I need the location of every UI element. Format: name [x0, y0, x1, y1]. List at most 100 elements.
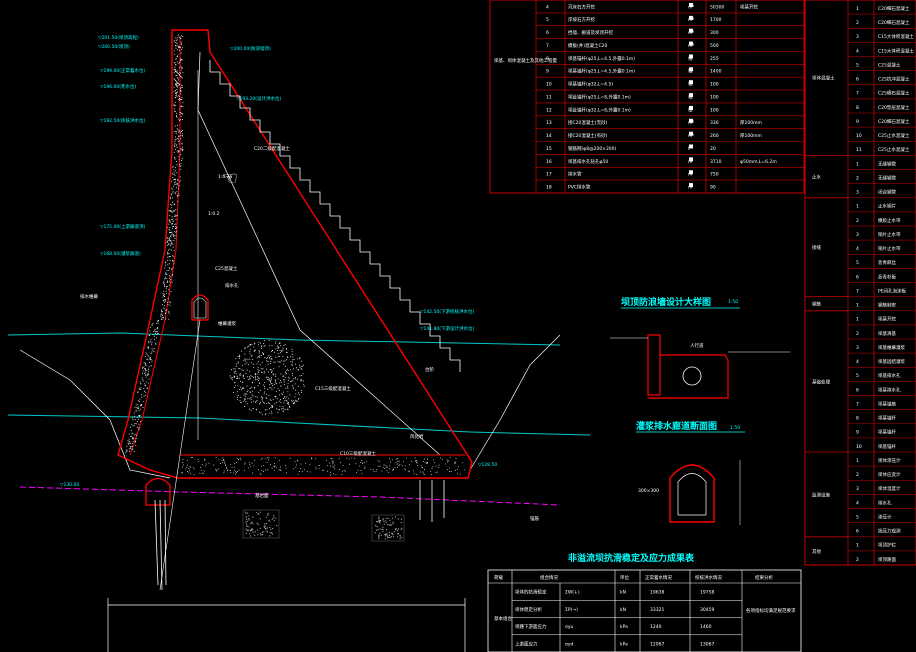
- speckle: [190, 473, 192, 475]
- speckle: [174, 158, 176, 160]
- speckle: [134, 415, 135, 417]
- speckle: [156, 337, 158, 339]
- speckle: [170, 203, 172, 205]
- speckle: [179, 98, 181, 100]
- speckle: [396, 466, 398, 468]
- speckle: [136, 421, 138, 422]
- speckle: [291, 363, 293, 365]
- speckle: [167, 227, 169, 229]
- slope-down-label: 1:0.75: [218, 174, 233, 180]
- right-group-label: 其他: [812, 548, 821, 555]
- speckle: [151, 324, 153, 326]
- speckle: [240, 402, 242, 404]
- speckle: [290, 369, 291, 371]
- speckle: [180, 154, 182, 155]
- right-row-label: 坝基锚杆: [878, 429, 896, 436]
- speckle: [169, 229, 171, 231]
- speckle: [175, 97, 177, 99]
- speckle: [233, 376, 235, 378]
- speckle: [249, 348, 251, 350]
- speckle: [355, 463, 357, 465]
- speckle: [380, 520, 382, 522]
- qty-cell-item: 坝基锚杆(φ32,L=4.5): [568, 81, 613, 88]
- speckle: [176, 116, 178, 118]
- speckle: [297, 358, 299, 360]
- speckle: [381, 470, 383, 472]
- speckle: [164, 305, 166, 307]
- speckle: [180, 119, 182, 121]
- speckle: [167, 264, 169, 266]
- speckle: [145, 374, 147, 376]
- speckle: [176, 150, 178, 152]
- speckle: [169, 256, 171, 258]
- speckle: [132, 425, 134, 427]
- speckle: [130, 429, 132, 431]
- speckle: [235, 365, 237, 367]
- speckle: [171, 242, 173, 244]
- speckle: [269, 408, 270, 410]
- speckle: [181, 131, 182, 132]
- speckle: [134, 440, 136, 442]
- right-row-no: 4: [856, 246, 859, 252]
- speckle: [166, 237, 168, 238]
- speckle: [303, 384, 305, 386]
- stab-cell-sym: σyd: [565, 641, 574, 647]
- speckle: [284, 371, 286, 373]
- speckle: [148, 368, 150, 370]
- speckle: [364, 466, 366, 468]
- speckle: [233, 469, 235, 471]
- speckle: [273, 515, 275, 517]
- speckle: [311, 458, 313, 460]
- speckle: [167, 298, 169, 300]
- speckle: [197, 458, 199, 460]
- speckle: [263, 384, 265, 386]
- speckle: [259, 382, 261, 384]
- speckle: [136, 407, 138, 409]
- speckle: [175, 218, 177, 220]
- speckle: [266, 360, 268, 362]
- speckle: [285, 351, 287, 353]
- speckle: [270, 358, 272, 360]
- speckle: [171, 268, 173, 270]
- dam-section: ▽201.50(坝顶高程) ▽200.50(坝顶) ▽200.00(防浪墙顶) …: [7, 29, 591, 652]
- speckle: [388, 471, 390, 473]
- speckle: [203, 470, 205, 472]
- speckle: [171, 232, 173, 234]
- speckle: [149, 330, 151, 332]
- speckle: [250, 355, 252, 357]
- right-row-label: 坝基固结灌浆: [878, 358, 905, 365]
- speckle: [354, 457, 356, 459]
- crest-slab: [648, 354, 729, 399]
- speckle: [294, 378, 296, 380]
- speckle: [151, 348, 153, 350]
- speckle: [279, 342, 281, 344]
- speckle: [300, 463, 302, 465]
- speckle: [174, 204, 175, 206]
- qty-cell-item: 接C20混凝土(无砂): [568, 119, 608, 126]
- speckle: [166, 286, 168, 288]
- speckle: [296, 400, 298, 402]
- speckle: [243, 394, 245, 396]
- speckle: [171, 240, 173, 242]
- speckle: [462, 462, 464, 464]
- speckle: [402, 461, 404, 463]
- qty-row-marker: [689, 131, 693, 136]
- qty-row-marker: [689, 183, 693, 188]
- qty-row-marker: [689, 118, 693, 123]
- speckle: [157, 327, 158, 328]
- speckle: [235, 370, 237, 372]
- speckle: [173, 72, 175, 74]
- speckle: [131, 435, 133, 437]
- speckle: [257, 534, 259, 536]
- speckle: [135, 423, 137, 425]
- speckle: [169, 260, 171, 262]
- speckle: [147, 358, 149, 360]
- speckle: [449, 456, 451, 458]
- qty-row-marker: [689, 15, 693, 20]
- right-row-no: 3: [856, 486, 859, 492]
- speckle: [173, 103, 175, 105]
- speckle: [268, 377, 269, 379]
- speckle: [416, 461, 418, 463]
- speckle: [161, 316, 163, 318]
